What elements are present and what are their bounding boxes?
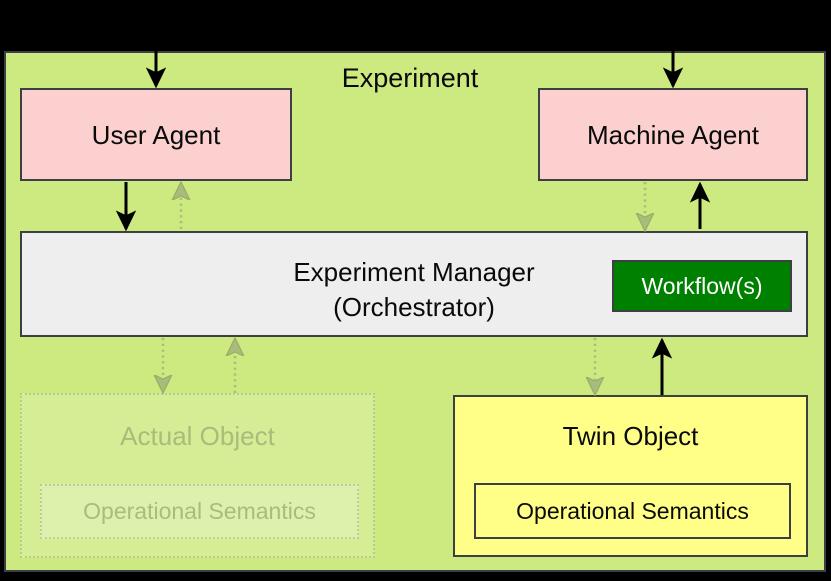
experiment-manager-label-line1: Experiment Manager [293,257,535,287]
actual-object-operational-semantics[interactable]: Operational Semantics [40,484,359,539]
user-agent-label: User Agent [91,119,221,150]
experiment-title: Experiment [341,63,479,93]
twin-object-operational-semantics[interactable]: Operational Semantics [474,483,791,539]
node-actual-object[interactable]: Actual Object Operational Semantics [20,393,375,558]
node-twin-object[interactable]: Twin Object Operational Semantics [453,395,808,557]
experiment-manager-label-line2: (Orchestrator) [333,292,495,322]
twin-object-operational-semantics-label: Operational Semantics [516,497,749,524]
node-user-agent[interactable]: User Agent [20,88,292,181]
node-machine-agent[interactable]: Machine Agent [538,88,808,181]
node-experiment-manager[interactable]: Experiment Manager (Orchestrator) Workfl… [20,231,808,337]
experiment-manager-label: Experiment Manager (Orchestrator) [22,255,806,325]
workflows-label: Workflow(s) [641,272,763,299]
actual-object-operational-semantics-label: Operational Semantics [83,498,316,524]
twin-object-label: Twin Object [562,421,699,451]
node-workflows[interactable]: Workflow(s) [612,260,792,312]
actual-object-label: Actual Object [120,421,275,451]
machine-agent-label: Machine Agent [586,119,759,150]
